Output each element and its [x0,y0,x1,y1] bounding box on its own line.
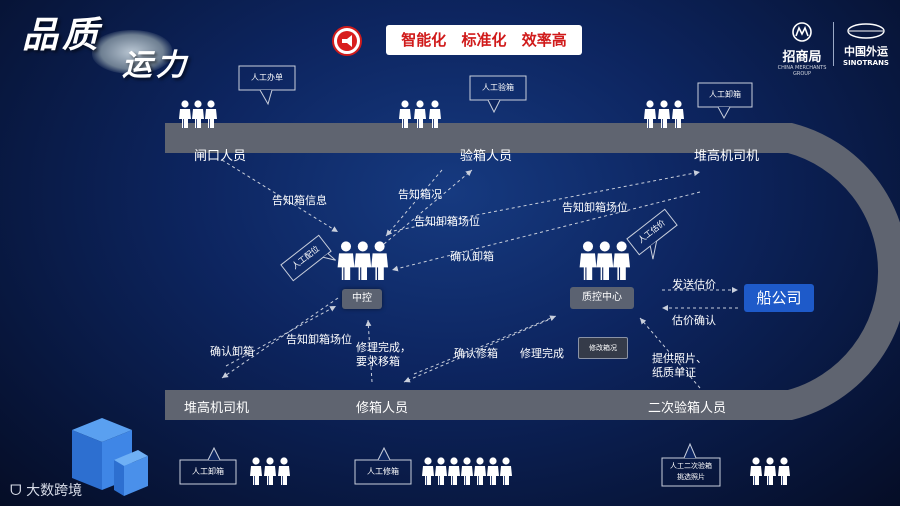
track-label-stacker-top: 堆高机司机 [694,149,760,164]
watermark-text: 大数跨境 [26,483,83,499]
flow-confirm-repair: 确认修箱 [454,347,498,360]
flow-repair-done-move-line2: 要求移箱 [356,355,400,368]
people-stacker-top [643,100,685,129]
callout-central-bubble [280,234,336,282]
process-track [165,123,900,420]
callout-stacker-bottom-bubble [179,446,237,485]
flow-estimate-confirm: 估价确认 [672,314,716,327]
callout-second-line1: 人工二次验箱 [670,462,712,470]
people-second-inspect [749,456,791,486]
arrow-repair-done [413,315,557,375]
people-qc [579,240,631,281]
callout-repair-bubble [354,446,412,485]
people-repair [421,456,513,486]
megaphone-icon [337,31,357,51]
flow-provide-photos-line2: 纸质单证 [652,366,696,379]
flow-confirm-unload: 确认卸箱 [450,250,494,263]
flow-confirm-unload-left: 确认卸箱 [210,345,254,358]
flow-notify-condition: 告知箱况 [398,188,442,201]
callout-inspect-bubble [469,75,527,114]
china-merchants-logo: 招商局 CHINA MERCHANTS GROUP [776,22,828,77]
callout-stacker-top: 人工卸箱 [709,90,741,99]
flow-repair-done-move: 修理完成， 要求移箱 [356,341,411,369]
people-stacker-bottom [249,456,291,486]
brand-title-line1: 品质 [22,14,103,56]
track-label-second-inspect: 二次验箱人员 [648,401,727,416]
megaphone-icon-glyph [342,35,352,47]
logo-divider [833,22,834,66]
sinotrans-sub: SINOTRANS [843,59,889,67]
arrow-notify-unload [385,169,443,237]
arrow-notify-condition [383,169,473,245]
flow-provide-photos-line1: 提供照片、 [652,352,707,365]
flow-repair-done-move-line1: 修理完成， [356,341,411,354]
people-inspect [398,100,442,129]
node-qc[interactable]: 质控中心 [570,287,634,309]
brand-title-line2: 运力 [122,48,190,83]
callout-stacker-top-bubble [697,82,753,120]
arrow-notify-info [221,159,339,233]
callout-second-bubble [661,442,721,487]
arrow-confirm-unload [391,191,701,272]
callout-inspect: 人工验箱 [482,83,514,92]
sinotrans-name: 中国外运 [844,45,888,58]
track-label-inspect: 验箱人员 [460,149,513,164]
china-merchants-name: 招商局 [782,50,822,65]
sinotrans-emblem-icon [847,23,885,39]
flow-repair-done: 修理完成 [520,347,564,360]
track-label-gate: 闸口人员 [194,149,247,164]
flow-send-estimate: 发送估价 [672,278,716,291]
watermark-logo-icon: ᗜ [10,483,22,499]
watermark: ᗜ 大数跨境 [10,480,82,500]
people-central [337,240,389,281]
truck-photo [92,30,172,74]
china-merchants-emblem-icon [792,22,812,42]
sinotrans-logo: 中国外运 SINOTRANS [838,22,894,67]
arrow-notify-unload-pos3 [225,305,337,367]
flow-notify-info: 告知箱信息 [272,194,327,207]
callout-gate-bubble [238,65,296,106]
track-label-stacker-bottom: 堆高机司机 [184,401,250,416]
arrow-notify-unload-pos2 [387,170,701,233]
flow-arrows [221,159,738,389]
callout-repair: 人工修箱 [367,467,399,476]
callout-gate: 人工办单 [251,73,283,82]
arrow-repair-done-move [365,319,373,383]
node-central[interactable]: 中控 [342,289,382,309]
flow-notify-unload-pos3: 告知卸箱场位 [286,333,352,346]
flow-notify-unload-pos: 告知卸箱场位 [414,215,480,228]
node-ship-company[interactable]: 船公司 [744,284,814,312]
callout-second-line2: 挑选照片 [677,473,705,481]
node-repair-status: 修改箱况 [578,337,628,359]
china-merchants-sub: CHINA MERCHANTS GROUP [777,65,827,77]
people-gate [178,100,218,129]
arrow-confirm-repair [403,319,549,383]
callout-stacker-bottom: 人工卸箱 [192,467,224,476]
flow-notify-unload-pos2: 告知卸箱场位 [562,201,628,214]
callout-second: 人工二次验箱 挑选照片 [662,461,720,483]
callout-qc-bubble [626,208,678,260]
track-label-repair: 修箱人员 [356,401,409,416]
slogan-banner: 智能化 标准化 效率高 [386,25,582,55]
flow-provide-photos: 提供照片、 纸质单证 [652,352,707,380]
container-stack-icon [72,418,148,496]
